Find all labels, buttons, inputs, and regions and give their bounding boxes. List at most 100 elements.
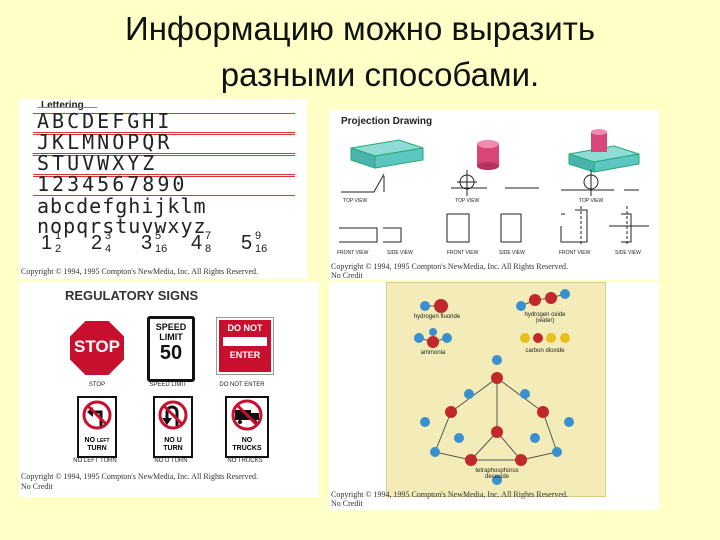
lettering-row-4: 1234567890 <box>37 172 188 196</box>
top-view-label: TOP VIEW <box>343 198 368 204</box>
front-view-label: FRONT VIEW <box>559 250 591 256</box>
trucks-text: TRUCKS <box>232 445 262 452</box>
caption-speed-limit: SPEED LIMIT <box>149 382 187 388</box>
guide-lines <box>33 134 295 154</box>
fraction-denominator: 16 <box>255 243 268 255</box>
stop-sign-text: STOP <box>74 337 120 356</box>
no-text: NO <box>84 437 96 444</box>
no-u-text: NO U <box>164 437 182 444</box>
projection-heading: Projection Drawing <box>341 116 433 127</box>
regulatory-credit: No Credit <box>21 482 53 491</box>
no-text: NO <box>241 437 253 444</box>
fraction-whole: 5 <box>241 232 253 254</box>
molecules-illustration <box>386 282 606 497</box>
tetraphosphorus-atoms <box>420 355 574 485</box>
projection-credit: No Credit <box>331 271 363 280</box>
fraction-numerator: 9 <box>255 230 262 242</box>
top-view-label: TOP VIEW <box>579 198 604 204</box>
combined-object <box>568 129 640 173</box>
title-line-2: разными способами. <box>220 56 540 93</box>
no-trucks-sign: NO TRUCKS <box>225 396 269 458</box>
molecule-diagrams <box>414 289 574 485</box>
no-trucks-icon <box>231 399 263 431</box>
lettering-heading: Lettering <box>41 100 84 111</box>
slab-object <box>350 139 424 169</box>
fraction-whole: 2 <box>91 232 103 254</box>
guide-lines <box>33 155 295 175</box>
fraction-numerator: 7 <box>205 230 212 242</box>
molecules-panel: hydrogen fluoride hydrogen oxide (water)… <box>329 282 659 510</box>
heading-underline <box>37 107 97 108</box>
fraction-denominator: 8 <box>205 243 212 255</box>
label-carbon-dioxide: carbon dioxide <box>525 348 565 354</box>
caption-no-trucks: NO TRUCKS <box>227 458 263 464</box>
no-left-turn-icon <box>82 400 112 430</box>
projection-drawing <box>339 129 649 246</box>
no-u-turn-icon <box>158 400 188 430</box>
label-ammonia: ammonia <box>420 350 446 356</box>
caption-stop: STOP <box>88 382 106 388</box>
caption-no-left-turn: NO LEFT TURN <box>73 458 117 464</box>
no-u-turn-text: NO U TURN <box>155 437 191 453</box>
slide-title: Информацию можно выразить разными способ… <box>0 6 720 98</box>
lettering-row-5: abcdefghijklm <box>37 194 207 218</box>
label-hydrogen-oxide: hydrogen oxide (water) <box>524 312 566 324</box>
no-left-turn-sign: NO LEFT TURN <box>77 396 117 458</box>
fraction-denominator: 2 <box>55 243 62 255</box>
speed-limit-sign: SPEED LIMIT 50 <box>147 316 195 382</box>
lettering-row-6: nopqrstuvwxyz <box>37 214 207 238</box>
fraction-denominator: 16 <box>155 243 168 255</box>
caption-no-u-turn: NO U TURN <box>154 458 188 464</box>
lettering-row-3: STUVWXYZ <box>37 151 158 175</box>
fraction-whole: 3 <box>141 232 153 254</box>
molecules-copyright: Copyright © 1994, 1995 Compton's NewMedi… <box>331 490 569 499</box>
front-view-label: FRONT VIEW <box>337 250 369 256</box>
top-view-lines <box>341 170 639 196</box>
label-tetraphosphorus: tetraphosphorus decoxide <box>475 468 519 480</box>
side-view-label: SIDE VIEW <box>615 250 641 256</box>
hydrogen-fluoride-molecule <box>420 299 448 313</box>
no-u-turn-sign: NO U TURN <box>153 396 193 458</box>
title-line-1: Информацию можно выразить <box>124 10 596 47</box>
guide-lines <box>33 113 295 133</box>
top-view-label: TOP VIEW <box>455 198 480 204</box>
carbon-dioxide-molecule <box>520 333 570 343</box>
stop-sign <box>68 319 126 377</box>
molecules-credit: No Credit <box>331 499 363 508</box>
caption-do-not-enter: DO NOT ENTER <box>219 382 265 388</box>
front-side-view-lines <box>339 206 649 246</box>
label-hydrogen-fluoride: hydrogen fluoride <box>413 314 461 320</box>
enter-text: ENTER <box>229 350 261 360</box>
fraction-numerator: 5 <box>155 230 162 242</box>
tetraphosphorus-molecule <box>434 377 558 461</box>
hydrogen-oxide-molecule <box>516 289 570 311</box>
turn-text: TURN <box>163 445 183 452</box>
limit-text: LIMIT <box>159 332 183 342</box>
regulatory-heading: REGULATORY SIGNS <box>65 288 199 303</box>
regulatory-signs-panel: REGULATORY SIGNS STOP STOP SPEED LIMIT 5… <box>19 282 319 497</box>
left-text: LEFT <box>96 438 110 444</box>
no-trucks-text: NO TRUCKS <box>227 437 267 453</box>
side-view-label: SIDE VIEW <box>387 250 413 256</box>
regulatory-copyright: Copyright © 1994, 1995 Compton's NewMedi… <box>21 472 259 481</box>
fraction-denominator: 4 <box>105 243 112 255</box>
fraction-numerator: 1 <box>55 230 62 242</box>
ammonia-molecule <box>414 328 452 348</box>
no-left-turn-text: NO LEFT TURN <box>79 437 115 453</box>
do-not-enter-sign: DO NOT ENTER <box>217 318 273 374</box>
projection-panel: Projection Drawing <box>329 110 659 280</box>
fraction-whole: 1 <box>41 232 53 254</box>
speed-value: 50 <box>159 342 183 364</box>
lettering-row-2: JKLMNOPQR <box>37 130 173 154</box>
fraction-whole: 4 <box>191 232 203 254</box>
do-not-text: DO NOT <box>227 323 263 333</box>
projection-copyright: Copyright © 1994, 1995 Compton's NewMedi… <box>331 262 569 271</box>
guide-lines <box>33 176 295 196</box>
lettering-copyright: Copyright © 1994, 1995 Compton's NewMedi… <box>21 267 259 276</box>
lettering-row-1: ABCDEFGHI <box>37 109 173 133</box>
front-view-label: FRONT VIEW <box>447 250 479 256</box>
